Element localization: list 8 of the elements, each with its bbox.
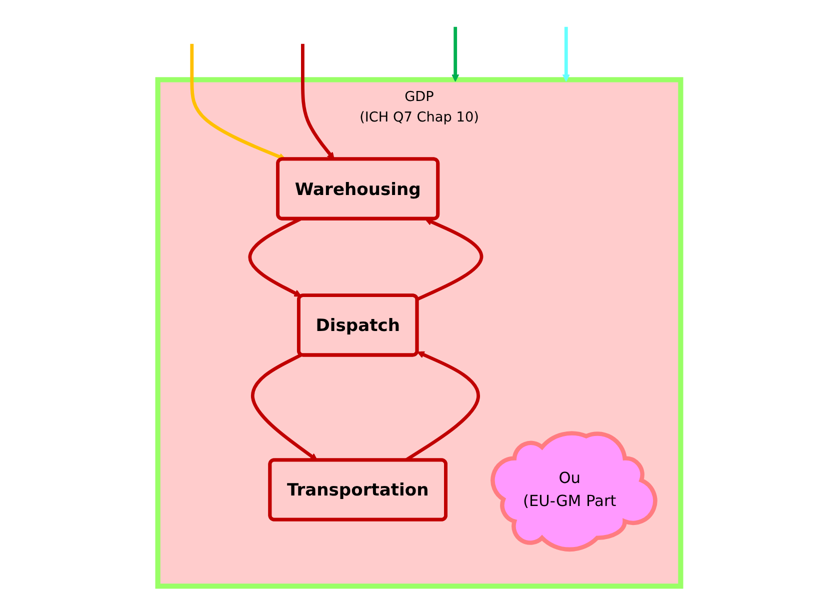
process-box: Transportation xyxy=(268,458,448,522)
arrow xyxy=(416,218,483,301)
arrow xyxy=(562,26,570,82)
process-box: Warehousing xyxy=(276,157,440,220)
cloud-shape: Ou (EU-GM Part xyxy=(490,431,657,552)
arrow xyxy=(190,44,286,160)
process-box: Dispatch xyxy=(296,294,418,357)
arrow xyxy=(451,26,459,82)
